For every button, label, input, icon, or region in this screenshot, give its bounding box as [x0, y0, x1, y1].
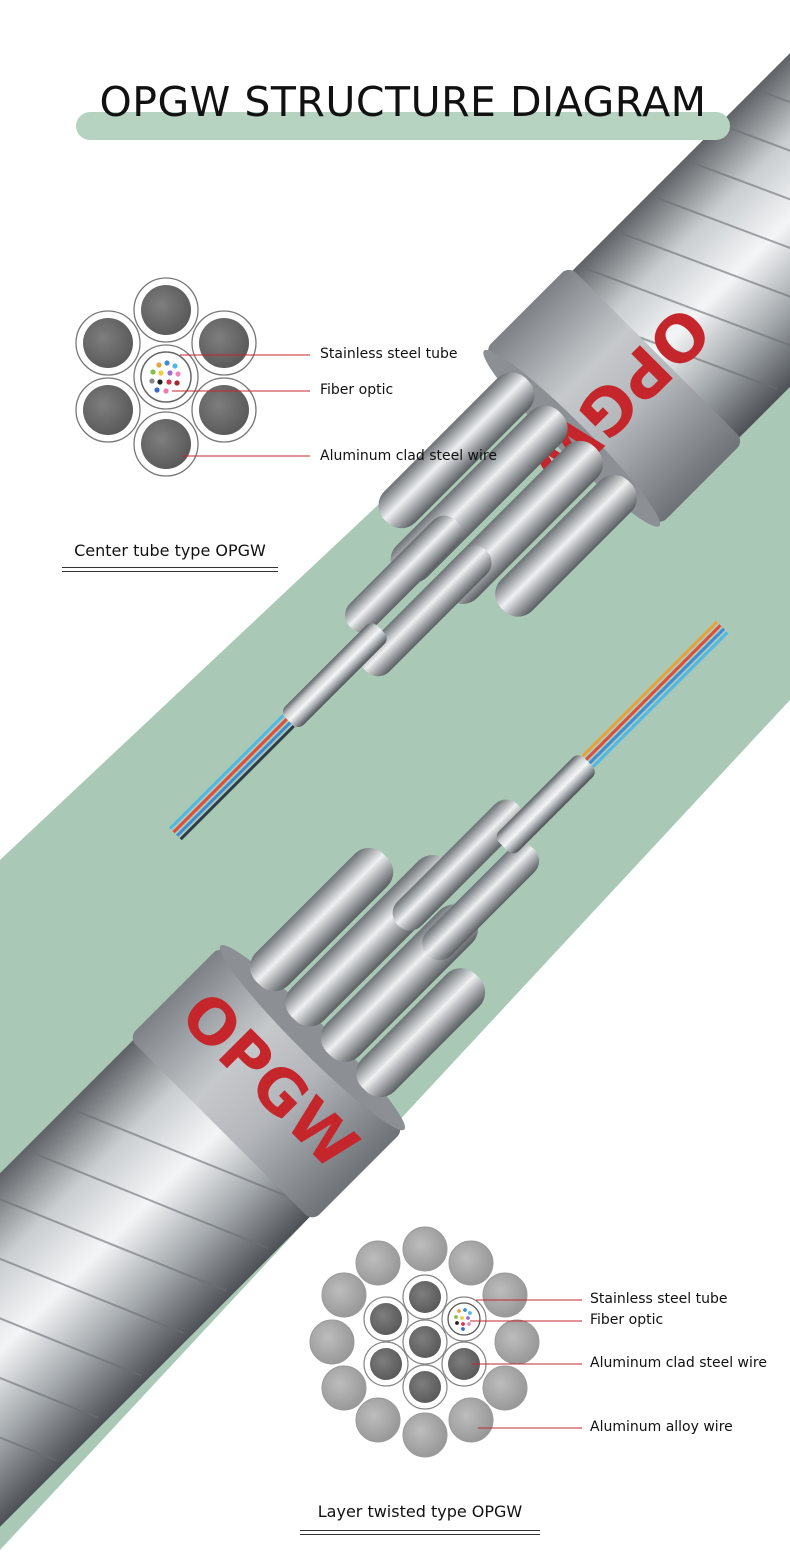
layer-twisted-cross-section — [309, 1226, 540, 1458]
label-fiber-optic: Fiber optic — [320, 382, 394, 398]
caption-layer-twisted: Layer twisted type OPGW — [317, 1502, 523, 1521]
caption-center-tube: Center tube type OPGW — [74, 541, 266, 560]
label-fiber-optic: Fiber optic — [590, 1312, 664, 1328]
caption-rule — [300, 1534, 540, 1535]
label-aluminum-clad-steel-wire: Aluminum clad steel wire — [590, 1355, 767, 1371]
title-bar — [76, 112, 730, 140]
center-tube-cross-section — [75, 277, 257, 477]
label-stainless-steel-tube: Stainless steel tube — [590, 1291, 728, 1307]
label-aluminum-alloy-wire: Aluminum alloy wire — [590, 1419, 733, 1435]
caption-rule — [300, 1530, 540, 1531]
caption-rule — [62, 571, 278, 572]
page-title: OPGW STRUCTURE DIAGRAM — [99, 78, 707, 126]
label-stainless-steel-tube: Stainless steel tube — [320, 346, 458, 362]
label-aluminum-clad-steel-wire: Aluminum clad steel wire — [320, 448, 497, 464]
upper-cable: OPGW — [169, 0, 790, 841]
lower-cable: OPGW — [0, 620, 729, 1555]
caption-rule — [62, 567, 278, 568]
title-block: OPGW STRUCTURE DIAGRAM — [76, 78, 730, 140]
layer-twisted-leaders — [470, 1299, 582, 1429]
center-tube-leaders — [172, 354, 310, 457]
